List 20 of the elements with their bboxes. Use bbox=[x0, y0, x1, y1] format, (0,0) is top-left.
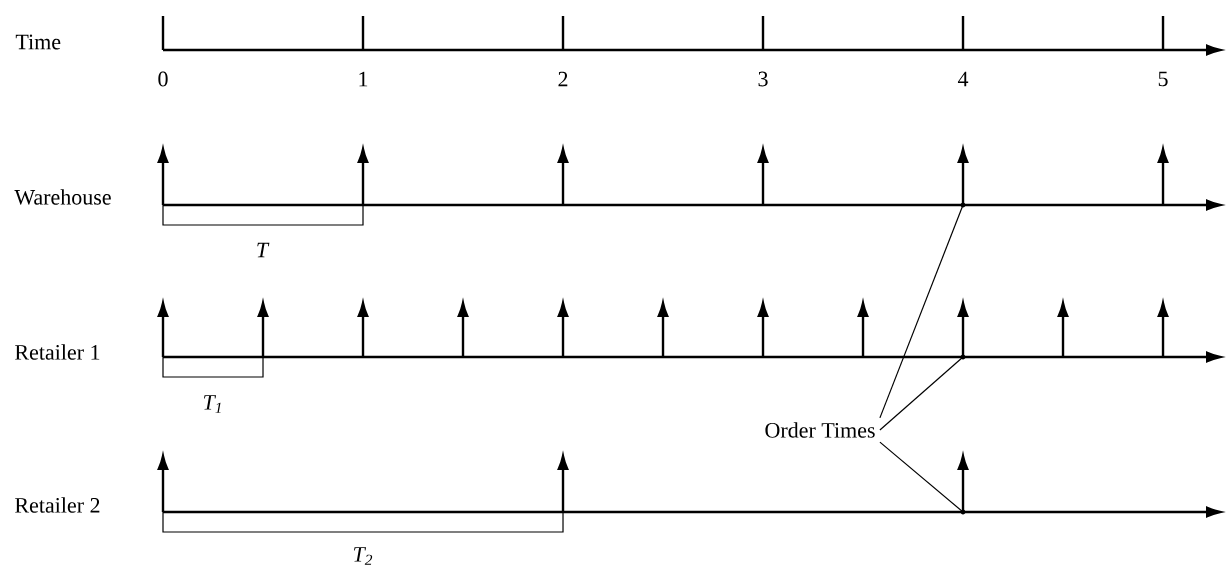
leader-line bbox=[879, 204, 964, 419]
tick-label: 1 bbox=[359, 71, 368, 87]
row-label: Warehouse bbox=[14, 189, 111, 205]
tick-label: 5 bbox=[1158, 71, 1168, 87]
interval-label: T$_{1}$ bbox=[204, 395, 221, 413]
leader-line bbox=[879, 356, 964, 431]
interval-label: T bbox=[257, 242, 270, 258]
tick-label: 4 bbox=[957, 71, 969, 87]
tick-label: 0 bbox=[158, 71, 168, 87]
tick-label: 2 bbox=[558, 71, 568, 87]
junction-point bbox=[960, 354, 966, 360]
junction-point bbox=[960, 202, 966, 208]
interval-label: T$_{2}$ bbox=[354, 547, 373, 565]
leader-line bbox=[879, 441, 964, 513]
junction-point bbox=[960, 509, 966, 515]
callout-text: Order Times bbox=[765, 422, 875, 438]
row-label: Retailer 2 bbox=[15, 497, 100, 513]
row-label: Retailer 1 bbox=[15, 344, 100, 360]
tick-label: 3 bbox=[758, 71, 768, 87]
row-label: Time bbox=[15, 34, 61, 50]
